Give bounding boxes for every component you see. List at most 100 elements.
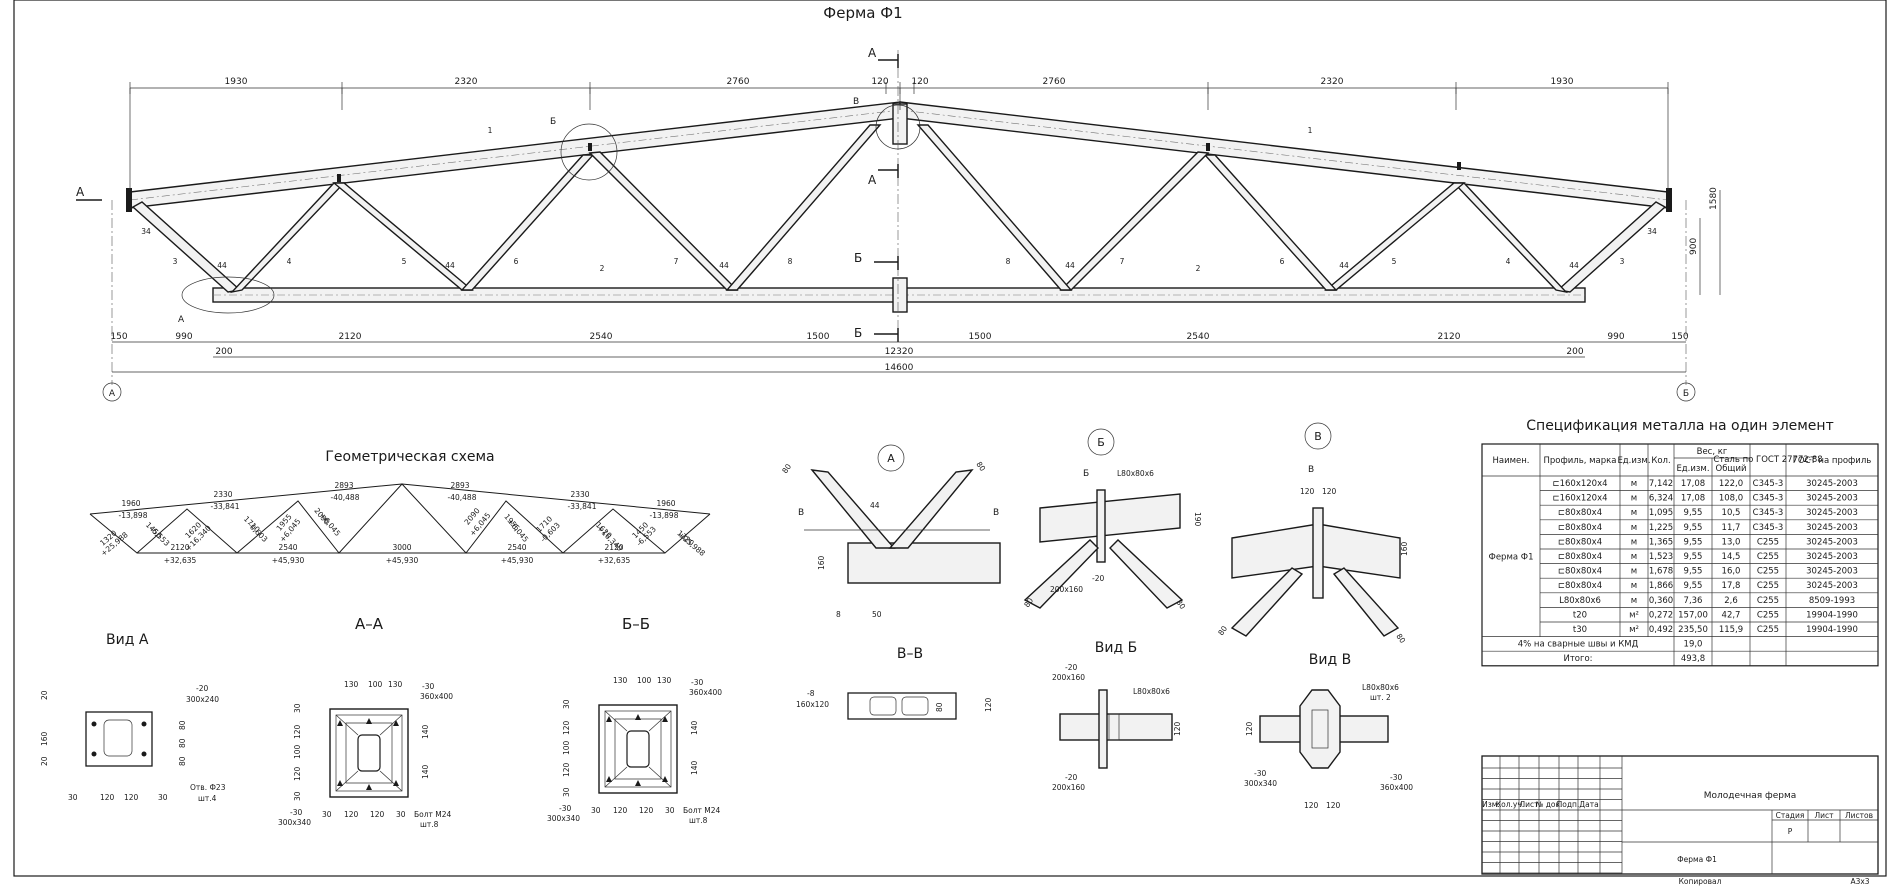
member-label: 7 bbox=[674, 257, 679, 266]
stamp-stage-h: Стадия bbox=[1776, 811, 1805, 820]
node-v-d80a: 80 bbox=[1216, 624, 1229, 637]
top-dim: 1930 bbox=[1551, 77, 1574, 87]
stamp-project: Молодечная ферма bbox=[1704, 791, 1797, 801]
section-vv-plate: 160х120 bbox=[796, 700, 829, 709]
section-plate: 360х400 bbox=[689, 688, 722, 697]
bottom-dim: 990 bbox=[1607, 332, 1624, 342]
geo-diag-label: -6,553 bbox=[148, 524, 172, 548]
spec-cell: м bbox=[1631, 596, 1637, 606]
spec-total-value: 493,8 bbox=[1681, 654, 1705, 664]
spec-cell: 1,225 bbox=[1649, 523, 1673, 533]
geo-diag-label: +25,988 bbox=[676, 530, 707, 558]
bottom-splice bbox=[892, 277, 908, 313]
spec-cell: 30245-2003 bbox=[1806, 494, 1858, 504]
spec-cell: ⊏80х80х4 bbox=[1558, 523, 1602, 533]
stamp-stage: Р bbox=[1788, 827, 1793, 836]
spec-title: Спецификация металла на один элемент bbox=[1526, 418, 1833, 434]
spec-cell: 17,8 bbox=[1722, 581, 1741, 591]
spec-cell: С345-3 bbox=[1753, 494, 1784, 504]
spec-header: Вес, кг bbox=[1697, 447, 1728, 457]
member-label: 7 bbox=[1120, 257, 1125, 266]
section-plate-t: -30 bbox=[422, 682, 434, 691]
section-vv-plate-t: -8 bbox=[807, 689, 815, 698]
spec-header: Кол. bbox=[1651, 456, 1670, 466]
geo-bottom-length: 2120 bbox=[170, 543, 189, 552]
node-dim: 44 bbox=[719, 261, 729, 270]
geo-top-length: 2330 bbox=[570, 490, 589, 499]
view-v-plate-t: -30 bbox=[1254, 769, 1266, 778]
spec-cell: 8509-1993 bbox=[1809, 596, 1855, 606]
spec-cell: 9,55 bbox=[1684, 552, 1703, 562]
member-label: 8 bbox=[1006, 257, 1011, 266]
spec-cell: 9,55 bbox=[1684, 537, 1703, 547]
axis-a-label: А bbox=[109, 389, 116, 399]
geo-top-length: 2330 bbox=[213, 490, 232, 499]
spec-cell: С255 bbox=[1757, 552, 1779, 562]
node-a-d8: 8 bbox=[836, 610, 841, 619]
view-v-title: Вид В bbox=[1309, 652, 1351, 668]
view-v-plate2-t: -30 bbox=[1390, 773, 1402, 782]
stamp-col: Дата bbox=[1579, 800, 1598, 809]
spec-cell: 19904-1990 bbox=[1806, 625, 1858, 635]
section-plate: 360х400 bbox=[420, 692, 453, 701]
geo-top-force: -40,488 bbox=[331, 493, 360, 502]
node-a-d50: 50 bbox=[872, 610, 882, 619]
section-vv-title: В–В bbox=[897, 646, 923, 662]
geo-top-force: -13,898 bbox=[650, 511, 679, 520]
node-b-title: Б bbox=[1097, 436, 1105, 449]
stamp-col: Лист bbox=[1519, 800, 1539, 809]
view-v-d120: 120 bbox=[1245, 721, 1254, 736]
spec-table: Спецификация металла на один элемент Наи… bbox=[1481, 418, 1879, 667]
view-a-b3: 120 bbox=[124, 793, 139, 802]
spec-cell: С255 bbox=[1757, 567, 1779, 577]
node-dim: 34 bbox=[141, 227, 151, 236]
member-label: 3 bbox=[1620, 257, 1625, 266]
spec-cell: 17,08 bbox=[1681, 494, 1705, 504]
node-a-title: А bbox=[887, 452, 895, 465]
section-plate2: 300х340 bbox=[278, 818, 311, 827]
spec-cell: 9,55 bbox=[1684, 508, 1703, 518]
view-a-plate-t: -20 bbox=[196, 684, 208, 693]
view-v-d120b: 120 bbox=[1326, 801, 1341, 810]
spec-cell: 30245-2003 bbox=[1806, 581, 1858, 591]
view-a-b1: 30 bbox=[68, 793, 78, 802]
spec-cell: 1,866 bbox=[1649, 581, 1673, 591]
view-a-d160: 160 bbox=[40, 731, 49, 746]
spec-cell: t30 bbox=[1573, 625, 1587, 635]
section-bolt: Болт М24 bbox=[683, 806, 721, 815]
bottom-dim: 1500 bbox=[969, 332, 992, 342]
stamp-col: Подп. bbox=[1557, 800, 1580, 809]
geo-bottom-length: 2120 bbox=[604, 543, 623, 552]
spec-cell: м bbox=[1631, 552, 1637, 562]
truss-title: Ферма Ф1 bbox=[823, 4, 902, 22]
section-left-dim: 120 bbox=[562, 720, 571, 735]
height-900: 900 bbox=[1689, 238, 1699, 255]
member-label: 1 bbox=[488, 126, 493, 135]
spec-cell: 30245-2003 bbox=[1806, 479, 1858, 489]
spec-cell: 10,5 bbox=[1722, 508, 1741, 518]
bottom-dim: 2120 bbox=[339, 332, 362, 342]
stamp-copied: Копировал bbox=[1679, 877, 1722, 886]
node-a-d44: 44 bbox=[870, 501, 880, 510]
section-left-dim: 100 bbox=[293, 744, 302, 759]
section-left-dim: 120 bbox=[293, 724, 302, 739]
member-label: 8 bbox=[788, 257, 793, 266]
spec-cell: 157,00 bbox=[1678, 610, 1708, 620]
section-left-dim: 120 bbox=[562, 762, 571, 777]
spec-cell: 30245-2003 bbox=[1806, 552, 1858, 562]
height-1580: 1580 bbox=[1709, 187, 1719, 210]
spec-header: Наимен. bbox=[1492, 456, 1529, 466]
section-top-dim: 100 bbox=[368, 680, 383, 689]
geo-top-length: 1960 bbox=[656, 499, 675, 508]
view-a-title: Вид А bbox=[106, 632, 149, 648]
geo-bottom-force: +32,635 bbox=[598, 556, 631, 565]
spec-cell: 17,08 bbox=[1681, 479, 1705, 489]
main-truss: Ферма Ф1 bbox=[76, 4, 1721, 402]
bottom-dim: 150 bbox=[1671, 332, 1688, 342]
bottom-dim: 2540 bbox=[1187, 332, 1210, 342]
geo-top-length: 2893 bbox=[450, 481, 469, 490]
node-dim: 44 bbox=[217, 261, 227, 270]
web-members bbox=[131, 124, 1667, 294]
view-v-angle: L80х80х6 bbox=[1362, 683, 1399, 692]
